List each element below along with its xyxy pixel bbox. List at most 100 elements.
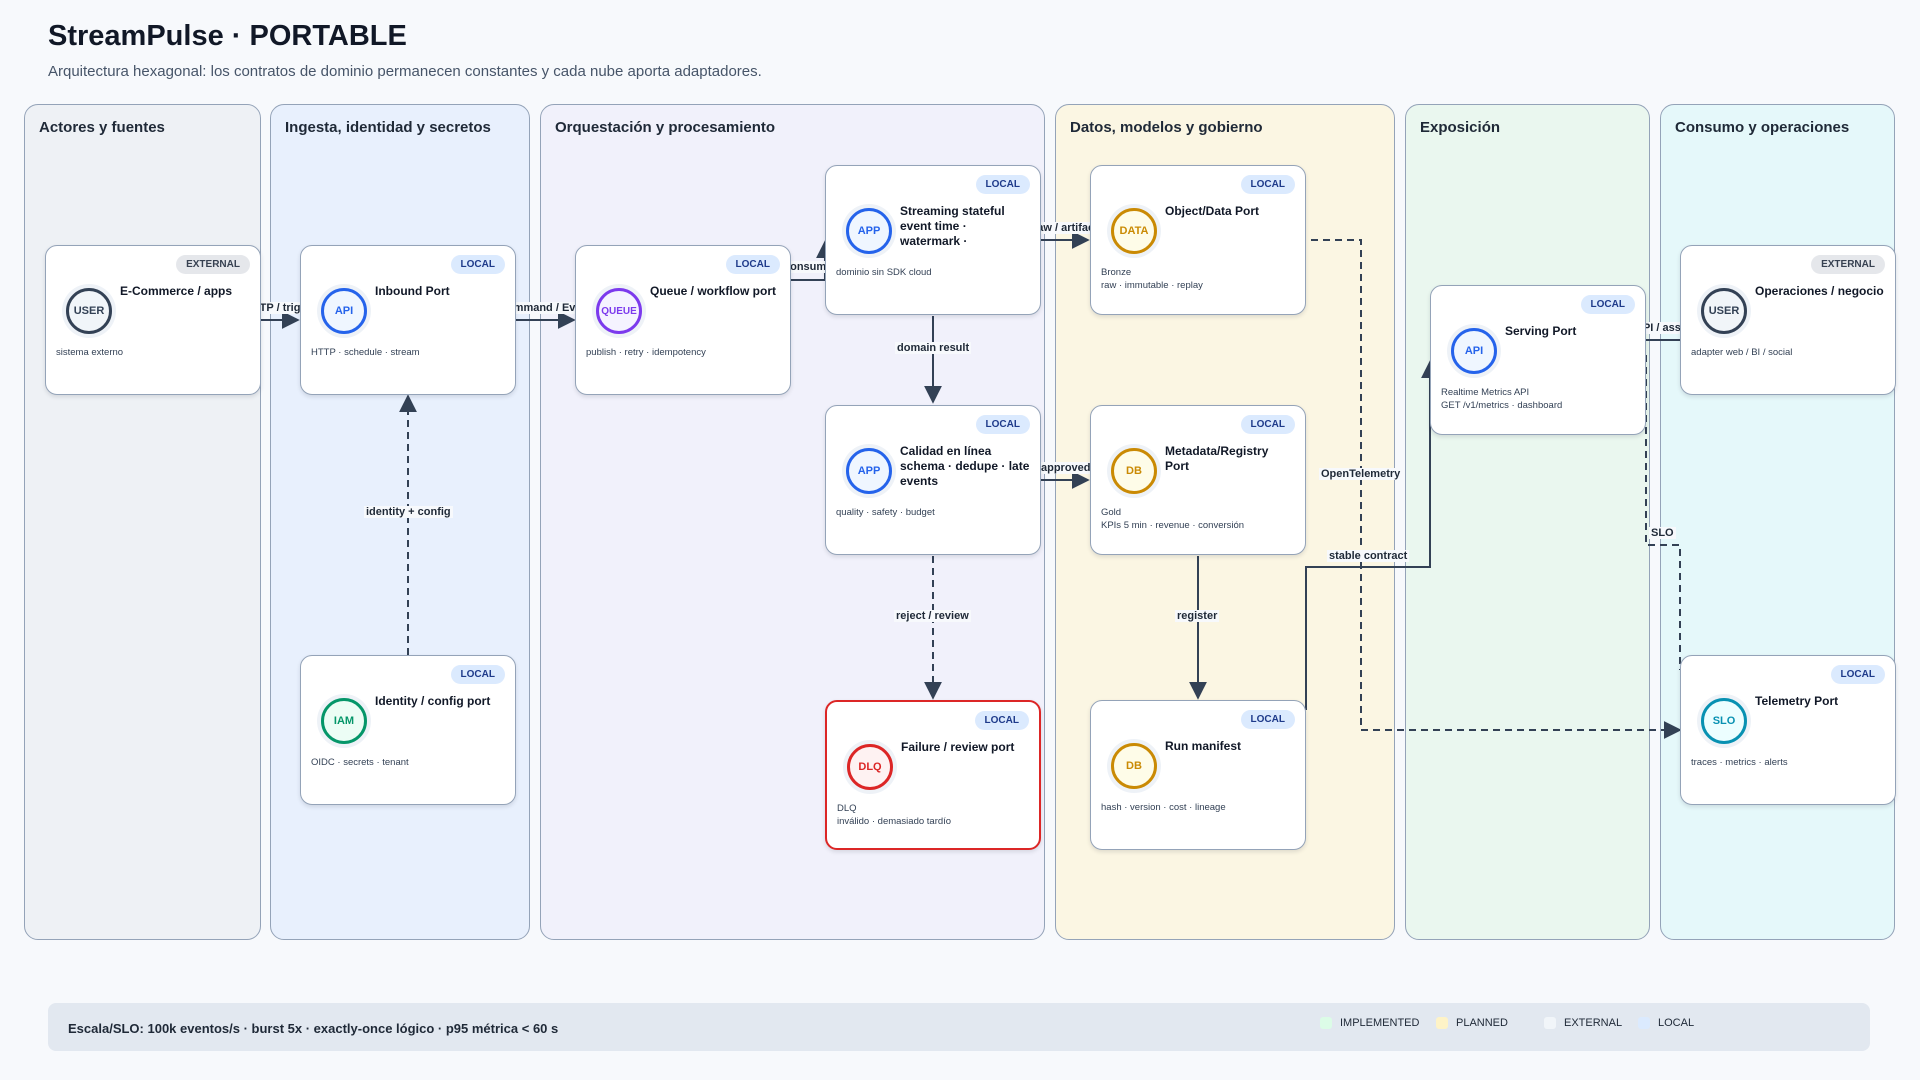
node-title: Failure / review port xyxy=(901,740,1015,754)
legend-swatch-implemented xyxy=(1320,1017,1332,1029)
iam-icon: IAM xyxy=(321,698,367,744)
node-title: Queue / workflow port xyxy=(650,284,777,298)
edge-label-command-event: Command / Event xyxy=(497,302,594,314)
node-title: Streaming stateful event time · watermar… xyxy=(900,204,1005,248)
node-subtitle: hash · version · cost · lineage xyxy=(1101,802,1226,813)
node-subtitle: Realtime Metrics API GET /v1/metrics · d… xyxy=(1441,387,1563,411)
node-subtitle: traces · metrics · alerts xyxy=(1691,757,1788,768)
legend-planned: PLANNED xyxy=(1436,1017,1508,1029)
legend-swatch-local xyxy=(1638,1017,1650,1029)
node-telemetry-port[interactable]: LOCAL SLO Telemetry Port traces · metric… xyxy=(1680,655,1896,805)
node-failure-review-port[interactable]: LOCAL DLQ Failure / review port DLQ invá… xyxy=(825,700,1041,850)
node-subtitle: adapter web / BI / social xyxy=(1691,347,1793,358)
user-icon: USER xyxy=(1701,288,1747,334)
edge-label-identity-config: identity + config xyxy=(364,506,453,518)
node-metadata-registry-port[interactable]: LOCAL DB Metadata/Registry Port Gold KPI… xyxy=(1090,405,1306,555)
lane-expo: Exposición xyxy=(1405,104,1650,940)
lane-title-orch: Orquestación y procesamiento xyxy=(555,119,776,136)
edge-label-stable-contract: stable contract xyxy=(1327,550,1410,562)
status-badge: LOCAL xyxy=(725,255,780,274)
status-badge: LOCAL xyxy=(1240,710,1295,729)
status-badge: EXTERNAL xyxy=(176,255,250,274)
dlq-icon: DLQ xyxy=(847,744,893,790)
api-icon: API xyxy=(1451,328,1497,374)
node-queue-workflow-port[interactable]: LOCAL QUEUE Queue / workflow port publis… xyxy=(575,245,791,395)
page-subtitle: Arquitectura hexagonal: los contratos de… xyxy=(48,63,762,80)
lane-title-data: Datos, modelos y gobierno xyxy=(1070,119,1263,136)
lane-title-expo: Exposición xyxy=(1420,119,1501,136)
node-run-manifest[interactable]: LOCAL DB Run manifest hash · version · c… xyxy=(1090,700,1306,850)
lane-title-actors: Actores y fuentes xyxy=(39,119,165,136)
node-subtitle: publish · retry · idempotency xyxy=(586,347,706,358)
node-subtitle: Bronze raw · immutable · replay xyxy=(1101,267,1203,291)
status-badge: LOCAL xyxy=(974,711,1029,730)
node-subtitle: HTTP · schedule · stream xyxy=(311,347,420,358)
edge-slo xyxy=(1645,355,1681,670)
node-subtitle: Gold KPIs 5 min · revenue · conversión xyxy=(1101,507,1245,531)
legend-label: LOCAL xyxy=(1658,1017,1695,1029)
lane-title-consumo: Consumo y operaciones xyxy=(1675,119,1850,136)
node-title: Object/Data Port xyxy=(1165,204,1260,218)
status-badge: LOCAL xyxy=(1580,295,1635,314)
status-badge: LOCAL xyxy=(975,415,1030,434)
edge-label-api-asset: API / asset xyxy=(1633,322,1693,334)
node-title: Serving Port xyxy=(1505,324,1577,338)
node-inbound-port[interactable]: LOCAL API Inbound Port HTTP · schedule ·… xyxy=(300,245,516,395)
database-icon: DB xyxy=(1111,743,1157,789)
edge-label-opentelemetry: OpenTelemetry xyxy=(1319,468,1403,480)
node-subtitle: quality · safety · budget xyxy=(836,507,935,518)
status-badge: LOCAL xyxy=(450,255,505,274)
edge-label-consume: consume xyxy=(782,261,835,273)
slo-icon: SLO xyxy=(1701,698,1747,744)
edge-label-raw-artifact: raw / artifact xyxy=(1031,222,1100,234)
node-ecommerce[interactable]: EXTERNAL USER E-Commerce / apps sistema … xyxy=(45,245,261,395)
database-icon: DB xyxy=(1111,448,1157,494)
node-title: Identity / config port xyxy=(375,694,491,708)
node-subtitle: sistema externo xyxy=(56,347,124,358)
footer-bar: Escala/SLO: 100k eventos/s · burst 5x · … xyxy=(48,1003,1870,1051)
node-calidad-en-linea[interactable]: LOCAL APP Calidad en línea schema · dedu… xyxy=(825,405,1041,555)
node-object-data-port[interactable]: LOCAL DATA Object/Data Port Bronze raw ·… xyxy=(1090,165,1306,315)
status-badge: EXTERNAL xyxy=(1811,255,1885,274)
app-icon: APP xyxy=(846,448,892,494)
legend-local: LOCAL xyxy=(1638,1017,1694,1029)
node-title: E-Commerce / apps xyxy=(120,284,233,298)
app-icon: APP xyxy=(846,208,892,254)
queue-icon: QUEUE xyxy=(596,288,642,334)
node-subtitle: OIDC · secrets · tenant xyxy=(311,757,409,768)
legend-label: EXTERNAL xyxy=(1564,1017,1623,1029)
edge-opentelemetry xyxy=(1311,239,1682,739)
node-subtitle: dominio sin SDK cloud xyxy=(836,267,932,278)
status-badge: LOCAL xyxy=(1240,415,1295,434)
lane-actors: Actores y fuentes xyxy=(24,104,261,940)
edge-stable-contract xyxy=(1305,360,1439,710)
status-badge: LOCAL xyxy=(975,175,1030,194)
scale-slo-text: Escala/SLO: 100k eventos/s · burst 5x · … xyxy=(68,1021,559,1036)
edge-label-approved: approved xyxy=(1039,462,1093,474)
legend-external: EXTERNAL xyxy=(1544,1017,1622,1029)
node-identity-config-port[interactable]: LOCAL IAM Identity / config port OIDC · … xyxy=(300,655,516,805)
node-title: Operaciones / negocio xyxy=(1755,284,1884,298)
status-badge: LOCAL xyxy=(450,665,505,684)
node-title: Run manifest xyxy=(1165,739,1242,753)
edge-label-slo: SLO xyxy=(1649,527,1676,539)
edge-label-register: register xyxy=(1175,610,1220,622)
node-title: Calidad en línea schema · dedupe · late … xyxy=(900,444,1030,488)
legend-label: PLANNED xyxy=(1456,1017,1508,1029)
legend-label: IMPLEMENTED xyxy=(1340,1017,1420,1029)
api-icon: API xyxy=(321,288,367,334)
page-title: StreamPulse · PORTABLE xyxy=(48,20,407,52)
legend-implemented: IMPLEMENTED xyxy=(1320,1017,1419,1029)
edge-label-reject-review: reject / review xyxy=(894,610,971,622)
node-serving-port[interactable]: LOCAL API Serving Port Realtime Metrics … xyxy=(1430,285,1646,435)
legend-swatch-planned xyxy=(1436,1017,1448,1029)
node-subtitle: DLQ inválido · demasiado tardío xyxy=(837,803,952,827)
user-icon: USER xyxy=(66,288,112,334)
legend-swatch-external xyxy=(1544,1017,1556,1029)
status-badge: LOCAL xyxy=(1830,665,1885,684)
lane-title-ingest: Ingesta, identidad y secretos xyxy=(285,119,491,136)
node-operaciones-negocio[interactable]: EXTERNAL USER Operaciones / negocio adap… xyxy=(1680,245,1896,395)
node-streaming-stateful[interactable]: LOCAL APP Streaming stateful event time … xyxy=(825,165,1041,315)
node-title: Telemetry Port xyxy=(1755,694,1839,708)
